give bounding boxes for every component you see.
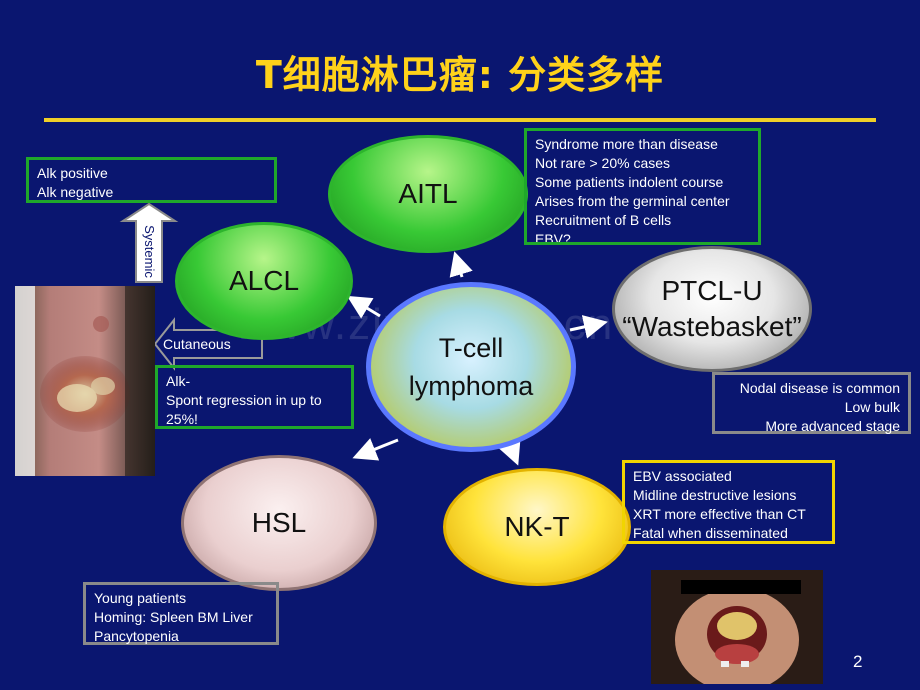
note-line: EBV associated (633, 468, 732, 484)
slide-title: T细胞淋巴瘤: 分类多样 (255, 53, 665, 97)
systemic-arrow (119, 202, 179, 283)
node-aitl: AITL (328, 135, 528, 253)
page-number: 2 (853, 652, 863, 671)
title-underline (44, 118, 876, 122)
node-nk-t: NK-T (443, 468, 631, 586)
note-line: Syndrome more than disease (535, 136, 718, 152)
note-line: Some patients indolent course (535, 174, 724, 190)
node-t-cell-lymphoma: T-cell lymphoma (366, 282, 576, 452)
note-line: XRT more effective than CT (633, 506, 806, 522)
arrow-to-ptcl (569, 315, 608, 339)
note-line: Nodal disease is common (739, 380, 900, 396)
note-line: Spont regression in up to 25%! (166, 392, 322, 427)
note-line: More advanced stage (765, 418, 900, 434)
node-alcl: ALCL (175, 222, 353, 340)
node-ptcl-u: PTCL-U “Wastebasket” (612, 246, 812, 372)
note-line: Alk positive (37, 165, 108, 181)
systemic-label: Systemic (141, 224, 157, 278)
note-alk: Alk positive Alk negative (26, 157, 277, 203)
node-hsl: HSL (181, 455, 377, 591)
note-line: EBV? (535, 231, 571, 245)
note-line: Alk- (166, 373, 191, 389)
note-aitl: Syndrome more than disease Not rare > 20… (524, 128, 761, 245)
note-line: Fatal when disseminated (633, 525, 788, 541)
note-line: Arises from the germinal center (535, 193, 730, 209)
note-line: Low bulk (844, 399, 900, 415)
note-line: Not rare > 20% cases (535, 155, 671, 171)
arrow-to-alcl (346, 295, 381, 319)
cutaneous-label: Cutaneous (163, 336, 231, 352)
note-line: Recruitment of B cells (535, 212, 672, 228)
note-alcl-cutaneous: Alk- Spont regression in up to 25%! (155, 365, 354, 429)
note-line: Pancytopenia (94, 628, 179, 644)
note-ptcl-u: Nodal disease is common Low bulk More ad… (712, 372, 911, 434)
note-line: Midline destructive lesions (633, 487, 797, 503)
skin-lesion-photo (15, 286, 155, 476)
note-line: Homing: Spleen BM Liver (94, 609, 253, 625)
note-nk-t: EBV associated Midline destructive lesio… (622, 460, 835, 544)
note-line: Young patients (94, 590, 187, 606)
note-line: Alk negative (37, 184, 114, 200)
arrow-to-aitl (449, 251, 473, 278)
oral-lesion-photo (651, 570, 823, 684)
arrow-to-hsl (352, 438, 399, 461)
note-hsl: Young patients Homing: Spleen BM Liver P… (83, 582, 279, 645)
